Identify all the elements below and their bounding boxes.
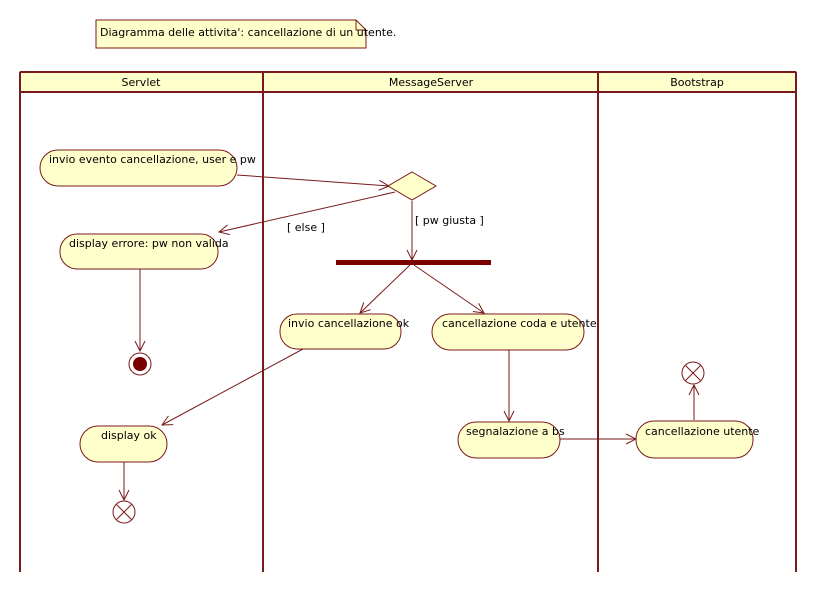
flow-end-node-servlet: [112, 500, 136, 524]
activity-label: invio cancellazione ok: [288, 317, 410, 330]
activity-label: invio evento cancellazione, user e pw: [49, 153, 256, 166]
lane-header-servlet: Servlet: [122, 76, 162, 89]
edge-decision-to-errore: [219, 191, 396, 232]
activity-label: segnalazione a bs: [466, 425, 565, 438]
swimlanes: Servlet MessageServer Bootstrap: [19, 71, 797, 572]
activity-label: cancellazione utente: [645, 425, 760, 438]
activity-label: display ok: [101, 429, 157, 442]
activity-display-ok: display ok: [79, 425, 168, 463]
activity-label: cancellazione coda e utente: [442, 317, 597, 330]
activity-cancellazione-utente: cancellazione utente: [635, 420, 760, 459]
activity-invio-evento: invio evento cancellazione, user e pw: [39, 149, 256, 187]
edge-fork-to-invio-ok: [360, 264, 411, 313]
final-node: [128, 352, 152, 376]
guard-else: [ else ]: [287, 221, 325, 234]
flow-end-node-bootstrap: [681, 361, 705, 385]
activity-label: display errore: pw non valida: [69, 237, 229, 250]
edge-invio-ok-to-display-ok: [162, 348, 304, 425]
activity-segnalazione: segnalazione a bs: [457, 421, 565, 459]
guard-pw-giusta: [ pw giusta ]: [415, 214, 484, 227]
lane-header-messageserver: MessageServer: [389, 76, 474, 89]
lane-header-bootstrap: Bootstrap: [670, 76, 724, 89]
activity-invio-cancellazione-ok: invio cancellazione ok: [279, 313, 410, 350]
activity-display-errore: display errore: pw non valida: [59, 233, 229, 270]
fork-bar: [336, 260, 491, 265]
note-text: Diagramma delle attivita': cancellazione…: [100, 26, 396, 39]
transitions: [124, 174, 694, 500]
activity-cancellazione-coda: cancellazione coda e utente: [431, 313, 597, 351]
decision-diamond: [387, 171, 437, 201]
edge-fork-to-coda: [413, 264, 484, 313]
edge-invio-to-decision: [236, 174, 389, 186]
diagram-note: Diagramma delle attivita': cancellazione…: [95, 19, 396, 49]
